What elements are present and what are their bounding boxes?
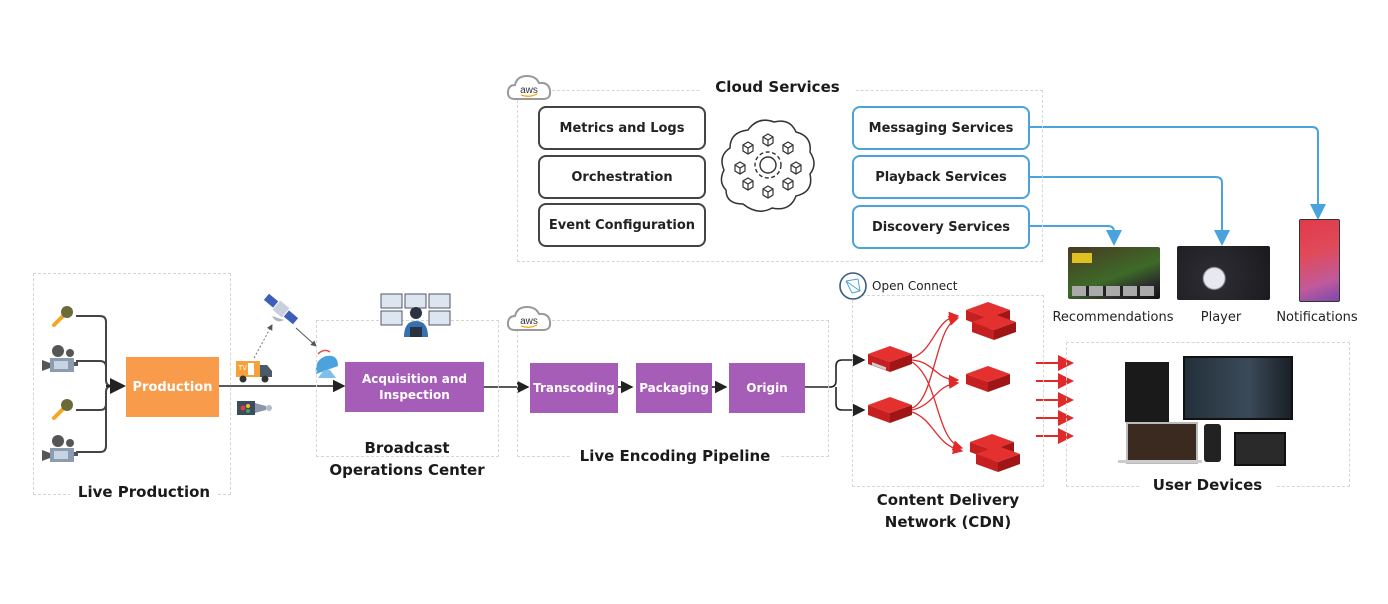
transcoding-box[interactable]: Transcoding (530, 363, 618, 413)
metrics-logs-box[interactable]: Metrics and Logs (538, 106, 706, 150)
cdn-cache-cluster-icon (966, 432, 1022, 482)
satellite-dish-icon (312, 344, 344, 384)
broadcast-ops-title: Broadcast Operations Center (322, 437, 492, 481)
cdn-group (852, 295, 1044, 487)
cloud-services-title: Cloud Services (700, 76, 855, 98)
tablet-icon (1234, 432, 1286, 466)
cdn-title-line2: Network (CDN) (884, 513, 1012, 531)
aws-cloud-badge: aws (505, 72, 552, 102)
broadcast-ops-group (316, 320, 499, 457)
cdn-title-line1: Content Delivery (876, 491, 1020, 509)
cdn-edge-server-icon (866, 395, 914, 429)
discovery-services-box[interactable]: Discovery Services (852, 205, 1030, 249)
acquisition-inspection-box[interactable]: Acquisition and Inspection (345, 362, 484, 412)
encoding-pipeline-title: Live Encoding Pipeline (570, 445, 780, 467)
orchestration-box[interactable]: Orchestration (538, 155, 706, 199)
cdn-edge-server-icon (866, 344, 914, 378)
cdn-cache-cluster-icon (962, 364, 1018, 408)
svg-text:aws: aws (520, 85, 538, 96)
svg-text:aws: aws (520, 316, 538, 327)
video-camera-icon (42, 433, 80, 475)
microphone-icon (50, 303, 76, 333)
cdn-red-links (911, 311, 964, 455)
production-box[interactable]: Production (126, 357, 219, 417)
devices-illustration (1116, 356, 1293, 466)
user-devices-title: User Devices (1140, 474, 1275, 496)
messaging-services-box[interactable]: Messaging Services (852, 106, 1030, 150)
cloud-gear-icon (718, 112, 818, 222)
cdn-title: Content Delivery Network (CDN) (858, 489, 1038, 533)
recommendations-thumbnail (1068, 247, 1160, 299)
acquisition-label-line2: Inspection (379, 388, 450, 402)
satellite-icon (262, 290, 300, 332)
acquisition-label-line1: Acquisition and (362, 372, 467, 386)
tv-icon (1183, 356, 1293, 420)
packaging-box[interactable]: Packaging (636, 363, 712, 413)
live-production-title: Live Production (70, 481, 218, 503)
open-connect-logo-icon (838, 271, 868, 305)
event-configuration-box[interactable]: Event Configuration (538, 203, 706, 247)
cdn-cache-cluster-icon (962, 300, 1018, 350)
notifications-thumbnail (1299, 219, 1340, 302)
svg-text:TV: TV (238, 365, 247, 372)
tv-van-icon: TV (234, 357, 274, 389)
broadcast-ops-title-line1: Broadcast (364, 439, 450, 457)
phone-icon (1204, 424, 1221, 462)
video-camera-icon (42, 343, 80, 385)
operator-monitors-icon (380, 293, 452, 341)
open-connect-label: Open Connect (872, 279, 958, 293)
playback-services-box[interactable]: Playback Services (852, 155, 1030, 199)
aws-cloud-badge: aws (505, 303, 552, 333)
service-links (1028, 126, 1326, 246)
broadcast-ops-title-line2: Operations Center (329, 461, 485, 479)
laptop-icon (1126, 422, 1198, 464)
recommendations-label: Recommendations (1052, 310, 1174, 325)
microphone-icon (50, 396, 76, 426)
player-thumbnail (1177, 246, 1270, 300)
notifications-label: Notifications (1276, 310, 1358, 325)
fiber-cable-icon (236, 399, 274, 421)
origin-box[interactable]: Origin (729, 363, 805, 413)
player-label: Player (1200, 310, 1242, 325)
game-console-icon (1125, 362, 1169, 422)
